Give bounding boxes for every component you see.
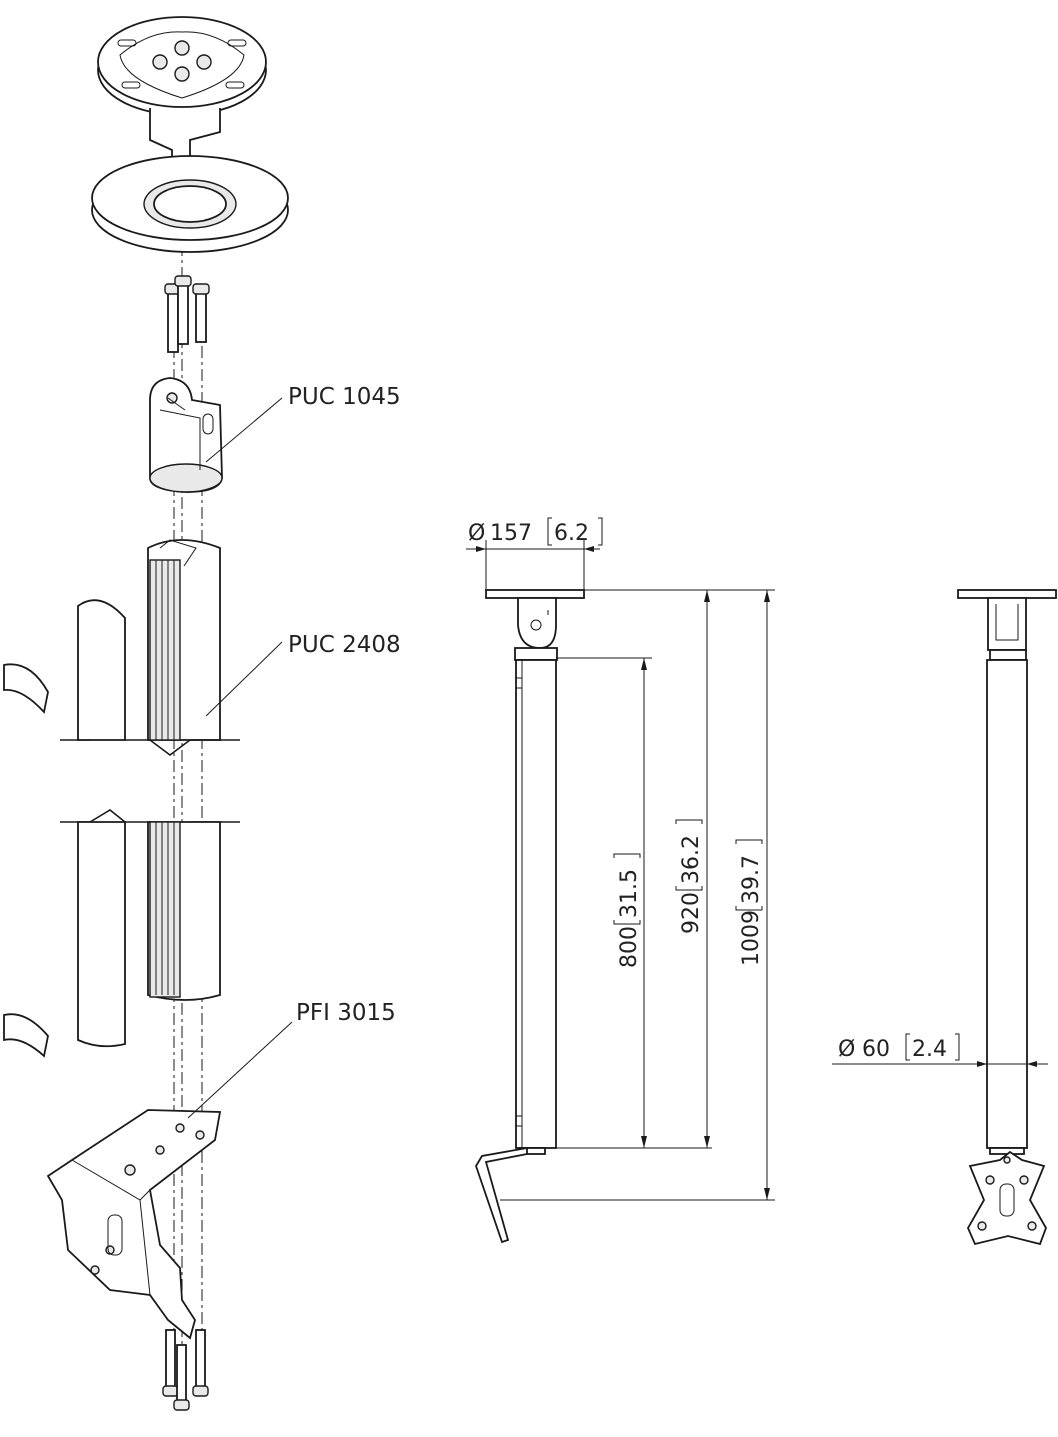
leader-puc-1045 xyxy=(205,397,283,463)
diameter-symbol-tube: Ø xyxy=(838,1037,855,1062)
ceiling-cover xyxy=(91,155,289,253)
dim-plate-in: 6.2 xyxy=(554,521,589,546)
dim-tube-in: 31.5 xyxy=(617,869,642,918)
cover-shell xyxy=(3,599,126,1058)
leader-puc-2408 xyxy=(205,641,283,717)
side-view: Ø 157 6.2 800 31.5 920 36.2 xyxy=(466,517,775,1244)
dim-tube-diameter-in: 2.4 xyxy=(912,1037,947,1062)
dim-mid-mm: 920 xyxy=(679,892,704,934)
diameter-symbol-plate: Ø xyxy=(468,521,485,546)
dim-tube-mm: 800 xyxy=(617,926,642,968)
label-puc-1045: PUC 1045 xyxy=(288,384,401,410)
leader-pfi-3015 xyxy=(187,1021,293,1119)
exploded-view: PUC 1045 PUC 2408 xyxy=(3,16,401,1411)
dim-tube-diameter-mm: 60 xyxy=(862,1037,890,1062)
interface-pfi-3015 xyxy=(46,1109,222,1340)
ceiling-plate xyxy=(97,16,267,161)
label-puc-2408: PUC 2408 xyxy=(288,632,401,658)
label-pfi-3015: PFI 3015 xyxy=(296,1000,396,1026)
coupler-puc-1045 xyxy=(149,377,223,493)
dim-mid-in: 36.2 xyxy=(679,835,704,884)
bolts-top xyxy=(164,275,210,353)
bolts-bottom xyxy=(162,1329,209,1411)
dim-total-in: 39.7 xyxy=(739,855,764,904)
dim-plate-mm: 157 xyxy=(490,521,532,546)
dim-total-mm: 1009 xyxy=(739,910,764,966)
tube-puc-2408 xyxy=(60,539,240,1001)
front-view: Ø 60 2.4 xyxy=(832,589,1057,1246)
